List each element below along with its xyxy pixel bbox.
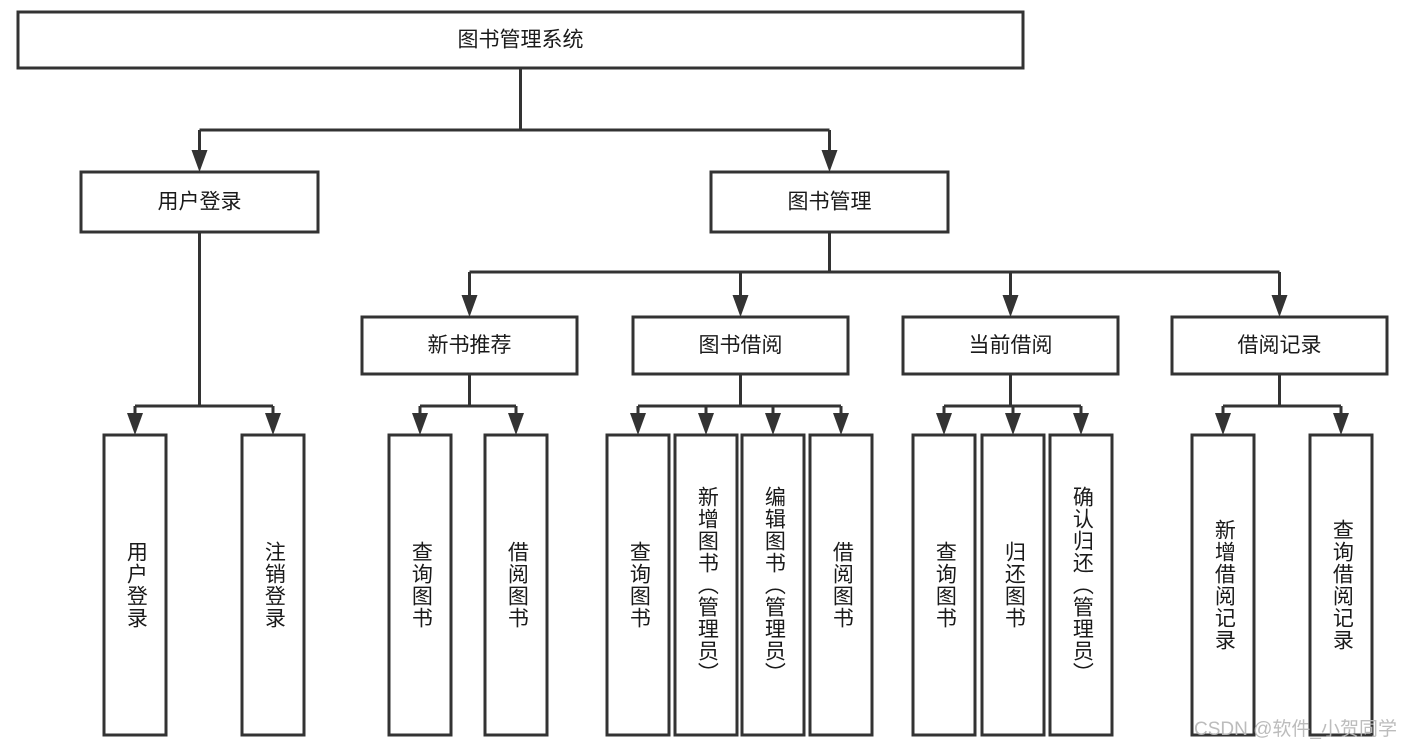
node-level3-label-1: 图书借阅: [699, 334, 783, 357]
connector-current-arrow-0: [936, 413, 952, 435]
connector-book-mgmt-arrow-3: [1271, 295, 1288, 317]
node-level3-2[interactable]: [901, 315, 1120, 376]
node-level3-0[interactable]: [360, 315, 579, 376]
node-leaf-6[interactable]: [740, 433, 806, 737]
node-level2-label-1: 图书管理: [788, 191, 872, 214]
node-leaf-8[interactable]: [911, 433, 977, 737]
connector-borrow-arrow-1: [698, 413, 714, 435]
connector-borrow-arrow-3: [833, 413, 849, 435]
connector-new-book-arrow-1: [508, 413, 524, 435]
node-leaf-3[interactable]: [483, 433, 549, 737]
connector-book-mgmt-arrow-1: [732, 295, 749, 317]
connector-borrow-arrow-2: [765, 413, 781, 435]
connector-new-book-arrow-0: [412, 413, 428, 435]
node-level2-label-0: 用户登录: [158, 191, 242, 214]
connector-borrow-arrow-0: [630, 413, 646, 435]
node-level2-1[interactable]: [709, 170, 950, 234]
node-root[interactable]: [16, 10, 1025, 70]
node-leaf-10[interactable]: [1048, 433, 1114, 737]
node-leaf-0[interactable]: [102, 433, 168, 737]
node-leaf-12[interactable]: [1308, 433, 1374, 737]
watermark-text: CSDN @软件_小贺同学: [1194, 719, 1397, 740]
connector-root-arrow-0: [191, 150, 208, 172]
node-leaf-2[interactable]: [387, 433, 453, 737]
connector-current-arrow-1: [1005, 413, 1021, 435]
connector-layer: [127, 68, 1349, 435]
node-level3-1[interactable]: [631, 315, 850, 376]
node-level3-label-2: 当前借阅: [969, 334, 1053, 357]
connector-user-login-arrow-0: [127, 413, 143, 435]
connector-record-arrow-0: [1215, 413, 1231, 435]
connector-user-login-arrow-1: [265, 413, 281, 435]
connector-book-mgmt-arrow-2: [1002, 295, 1019, 317]
node-leaf-7[interactable]: [808, 433, 874, 737]
connector-record-arrow-1: [1333, 413, 1349, 435]
node-leaf-5[interactable]: [673, 433, 739, 737]
node-level3-3[interactable]: [1170, 315, 1389, 376]
connector-current-arrow-2: [1073, 413, 1089, 435]
connector-root-arrow-1: [821, 150, 838, 172]
node-root-label: 图书管理系统: [458, 29, 584, 52]
node-box-layer: [16, 10, 1389, 737]
node-level2-0[interactable]: [79, 170, 320, 234]
node-level3-label-0: 新书推荐: [428, 334, 512, 357]
connector-book-mgmt-arrow-0: [461, 295, 478, 317]
node-leaf-4[interactable]: [605, 433, 671, 737]
node-level3-label-3: 借阅记录: [1238, 334, 1322, 357]
node-leaf-1[interactable]: [240, 433, 306, 737]
node-leaf-9[interactable]: [980, 433, 1046, 737]
node-leaf-11[interactable]: [1190, 433, 1256, 737]
